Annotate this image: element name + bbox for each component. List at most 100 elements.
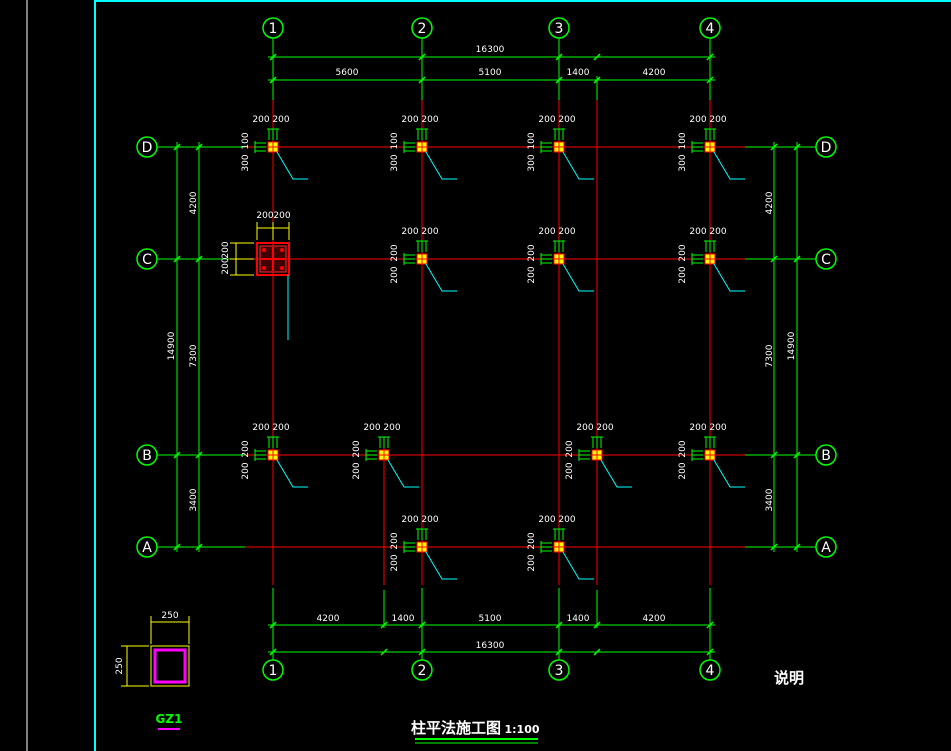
column-leader [600, 459, 632, 488]
column-label-top-a: 200 [689, 227, 706, 237]
axis-bubble-left-C: C [136, 248, 158, 270]
right-dim-2: 7300 [765, 344, 775, 367]
column-label-left-a: 200 [241, 440, 251, 457]
axis-bubble-top-2-label: 2 [418, 21, 427, 37]
tick-bot-o-1 [380, 648, 388, 656]
column-label-left-a: 200 [678, 440, 688, 457]
tick-bot-o-2 [418, 648, 426, 656]
column-label-top-b: 200 [709, 423, 726, 433]
column-label-left-a: 200 [390, 244, 400, 261]
tick-bot-s-3 [555, 621, 563, 629]
axis-bubble-left-D-label: D [142, 140, 153, 156]
column-label-left-b: 300 [390, 154, 400, 171]
bottom-dim-4: 1400 [567, 614, 590, 624]
column-label-top-a: 200 [689, 423, 706, 433]
axis-bubble-left-B-label: B [142, 448, 152, 464]
axis-bubble-top-1-circle [262, 17, 284, 39]
grid-lines [245, 100, 745, 585]
column-label-top-b: 200 [421, 227, 438, 237]
axis-bubble-left-A: A [136, 536, 158, 558]
tick-bot-s-2 [418, 621, 426, 629]
column-label-left-a: 100 [678, 132, 688, 149]
column-label-left-a: 100 [241, 132, 251, 149]
axis-bubble-bottom-2-circle [411, 659, 433, 681]
column-label-top-b: 200 [421, 115, 438, 125]
column-leader [276, 151, 308, 180]
axis-bubble-left-A-label: A [142, 540, 152, 556]
column-label-top-b: 200 [596, 423, 613, 433]
column-label-top-b: 200 [383, 423, 400, 433]
axis-bubble-bottom-2: 2 [411, 659, 433, 681]
column-label-top-b: 200 [272, 423, 289, 433]
column-label-top-a: 200 [363, 423, 380, 433]
tick-top-s-1 [418, 76, 426, 84]
axis-bubble-right-C-circle [815, 248, 837, 270]
tick-top-s-0 [269, 76, 277, 84]
tick-v-2-2 [770, 451, 778, 459]
tick-bot-s-5 [706, 621, 714, 629]
top-dim-4: 4200 [643, 68, 666, 78]
dimension-lines [157, 38, 816, 660]
drawing-scale: 1:100 [504, 723, 539, 736]
notes-heading: 说明 [774, 669, 804, 687]
axis-bubble-bottom-3: 3 [548, 659, 570, 681]
tick-v-1-2 [770, 255, 778, 263]
tick-top-s-3 [593, 76, 601, 84]
axis-bubble-bottom-2-label: 2 [418, 663, 427, 679]
axis-bubble-top-1: 1 [262, 17, 284, 39]
right-dim-1: 4200 [765, 191, 775, 214]
column-label-top-b: 200 [558, 227, 575, 237]
bottom-dim-5: 4200 [643, 614, 666, 624]
tick-bot-o-0 [269, 648, 277, 656]
axis-bubble-bottom-1-label: 1 [269, 663, 278, 679]
bottom-dim-3: 5100 [479, 614, 502, 624]
column-label-top-b: 200 [272, 115, 289, 125]
top-dim-2: 5100 [479, 68, 502, 78]
column-label-left-b: 300 [678, 154, 688, 171]
right-dim-3: 3400 [765, 488, 775, 511]
axis-bubble-top-2-circle [411, 17, 433, 39]
axis-bubble-top-4-label: 4 [706, 21, 715, 37]
left-dim-3: 3400 [189, 488, 199, 511]
tick-v-0-0 [173, 143, 181, 151]
column-label-top-a: 200 [538, 515, 555, 525]
axis-bubble-right-A: A [815, 536, 837, 558]
column-label-top-b: 200 [421, 515, 438, 525]
column-label-left-a: 200 [527, 532, 537, 549]
gz1-detail [121, 616, 190, 730]
column-leader [387, 459, 419, 488]
column-label-left-b: 200 [678, 462, 688, 479]
tick-top-o-3 [593, 53, 601, 61]
column-label-top-b: 200 [558, 515, 575, 525]
tick-bot-s-0 [269, 621, 277, 629]
gz1-label: GZ1 [156, 712, 183, 726]
column-leader [425, 151, 457, 180]
tick-v-2-0 [173, 451, 181, 459]
axis-bubble-right-C: C [815, 248, 837, 270]
axis-bubble-right-B-label: B [821, 448, 831, 464]
column-label-left-a: 200 [678, 244, 688, 261]
column-label-left-b: 300 [241, 154, 251, 171]
tick-bot-o-4 [593, 648, 601, 656]
axis-bubble-bottom-4-circle [699, 659, 721, 681]
tick-v-3-2 [770, 543, 778, 551]
column-label-left-b: 200 [352, 462, 362, 479]
column-label-left-a: 200 [352, 440, 362, 457]
axis-bubble-right-D-label: D [821, 140, 832, 156]
tick-bot-o-3 [555, 648, 563, 656]
column-label-top-a: 200 [252, 115, 269, 125]
axis-bubble-left-D: D [136, 136, 158, 158]
tick-v-0-1 [195, 143, 203, 151]
column-leader [713, 459, 745, 488]
column-label-left-b: 200 [390, 554, 400, 571]
column-detail-c1 [230, 222, 290, 340]
